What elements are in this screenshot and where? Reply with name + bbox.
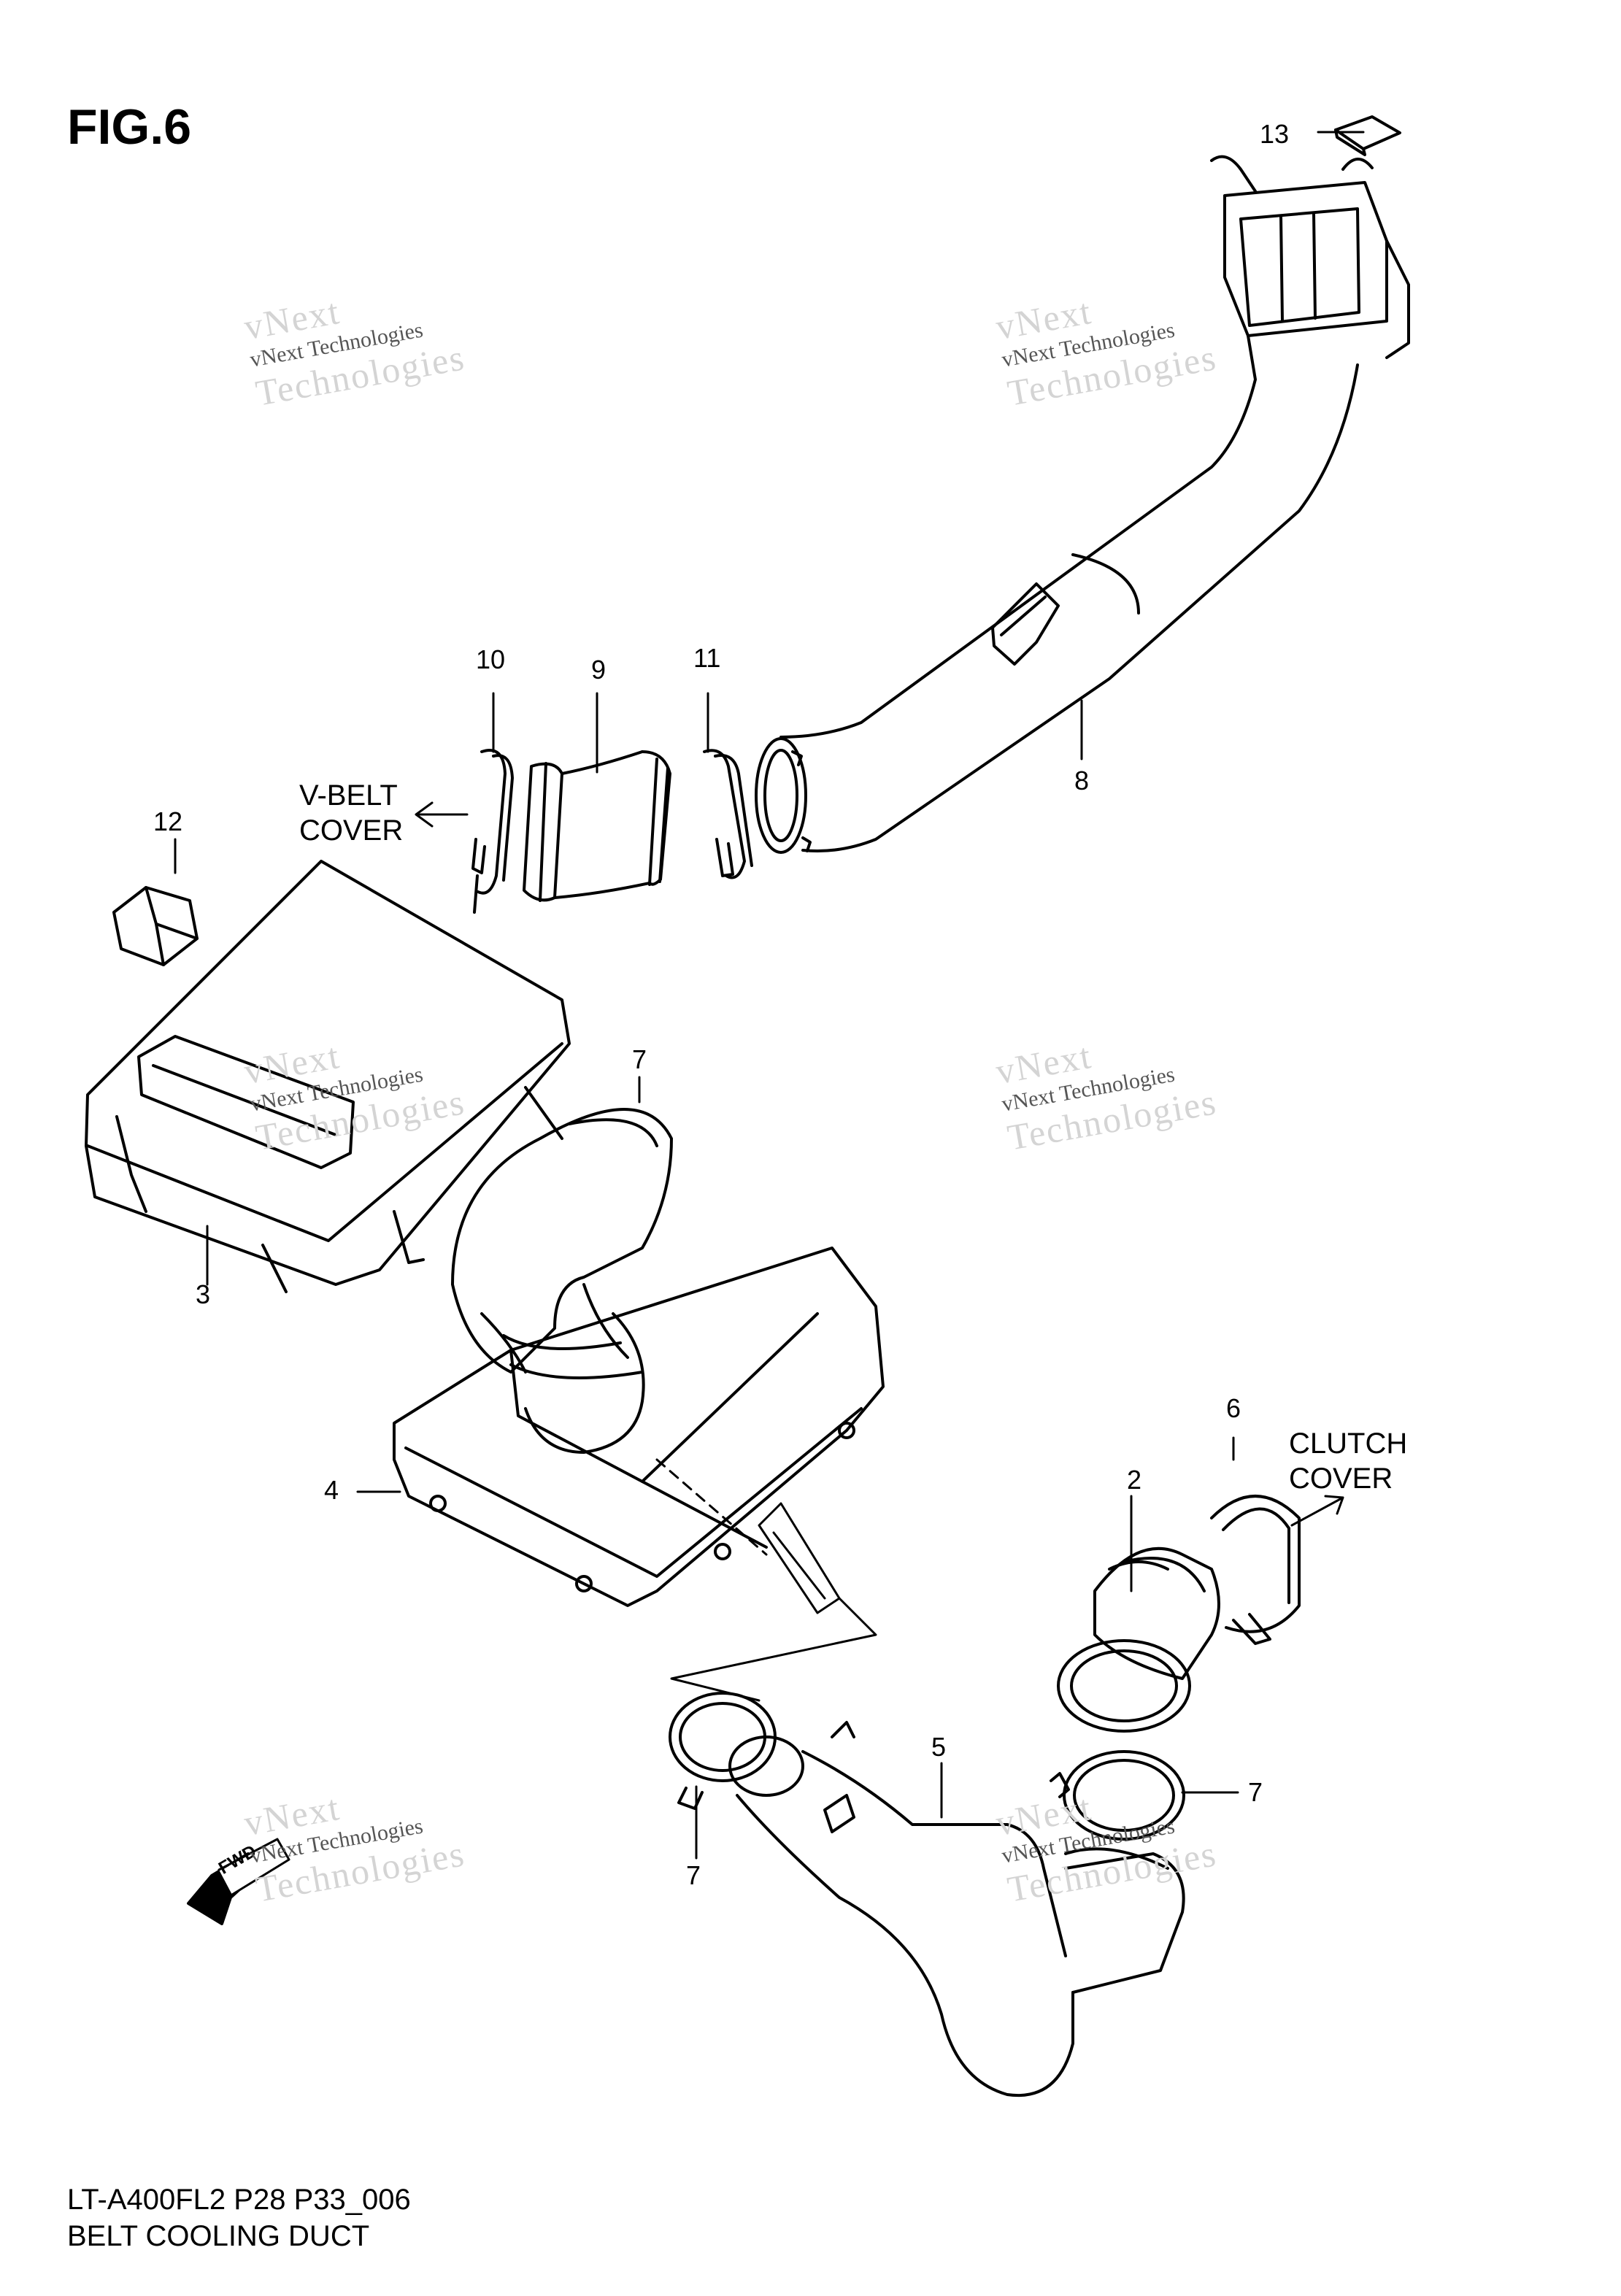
part-8-upper-duct [755,155,1410,854]
part-6-elbow [451,1108,673,1454]
callout-4: 5 [931,1732,947,1762]
footer-code: LT-A400FL2 P28 P33_006 [67,2184,411,2216]
callout-5: 6 [1226,1393,1241,1423]
clutch-cover-line2: COVER [1289,1463,1393,1495]
arrow-to-clutch-cover [1290,1495,1344,1527]
part-11-clamp [703,749,753,879]
part-4-lower-duct [728,1721,1185,2097]
vbelt-cover-line1: V-BELT [299,779,398,812]
part-10-clamp [471,749,514,914]
callout-2: 3 [196,1279,211,1309]
callout-6: 7 [632,1044,647,1074]
part-7-clamp-right [1050,1750,1185,1841]
part-7-clamp-left [669,1692,777,1810]
callout-8: 8 [1074,766,1090,795]
callout-1: 2 [1127,1465,1142,1495]
clutch-cover-line1: CLUTCH [1289,1428,1408,1460]
callout-13: 13 [1260,119,1290,149]
callout-10: 10 [476,644,506,674]
footer-name: BELT COOLING DUCT [67,2220,370,2252]
callout-11: 11 [693,643,721,673]
callout-7-right: 7 [1248,1777,1263,1807]
part-2-cover [85,860,571,1293]
arrow-to-vbelt-cover [415,801,469,828]
vbelt-cover-line2: COVER [299,814,404,847]
part-1-elbow [1057,1546,1220,1733]
clutch-cover-label: CLUTCH COVER [1289,1426,1407,1496]
figure-title: FIG.6 [67,99,192,155]
part-3-case [393,1247,885,1614]
callout-9: 9 [591,655,607,685]
part-5-clamp [1210,1495,1301,1645]
part-13-grommet [1334,115,1401,150]
callout-3: 4 [324,1475,339,1505]
callout-7-left: 7 [686,1860,701,1890]
fwd-arrow [187,1838,290,1925]
callout-12: 12 [153,806,183,836]
part-9-hose [523,750,671,902]
callout-leaders [174,131,1365,1860]
vbelt-cover-label: V-BELT COVER [299,778,403,848]
